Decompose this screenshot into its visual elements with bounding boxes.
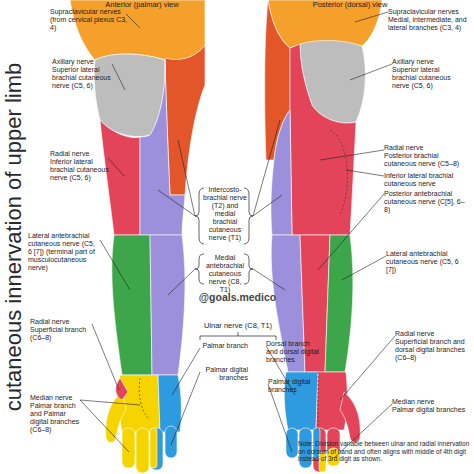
nerve-label: Radial nerve xyxy=(384,144,469,152)
leader-line xyxy=(80,400,140,405)
middle-finger xyxy=(136,428,149,473)
nerve-label: Supraclavicular nerves (from cervical pl… xyxy=(50,8,134,32)
nerve-detail: Medial, intermediate, and lateral branch… xyxy=(388,16,468,32)
nerve-label: Lateral antebrachial cutaneous nerve (C5… xyxy=(386,250,466,274)
dorsal-boundary xyxy=(330,130,347,215)
leader-line xyxy=(320,150,384,160)
view-heading: Posterior (dorsal) view xyxy=(300,1,400,10)
leader-line xyxy=(168,269,195,295)
leader-line xyxy=(253,195,282,216)
nerve-detail: Palmar branch and Palmar digital branche… xyxy=(30,402,86,434)
nerve-label: Palmar digital branches xyxy=(196,366,248,382)
nerve-label: Radial nerve xyxy=(395,330,465,338)
nerve-detail: Superior lateral brachial cutaneous nerv… xyxy=(52,66,118,90)
leader-line xyxy=(100,240,130,290)
note: Note: Division variable between ulnar an… xyxy=(298,440,470,463)
nerve-detail: Superficial branch (C6–8) xyxy=(30,326,100,342)
bracket xyxy=(244,254,253,284)
leader-line xyxy=(178,140,195,216)
bracket xyxy=(200,332,276,340)
nerve-label: Axillary nerve xyxy=(392,58,462,66)
leader-line xyxy=(112,64,125,90)
nerve-label: Axillary nerve xyxy=(52,58,118,66)
brackets xyxy=(195,188,276,340)
title: cutaneous innervation of upper limb xyxy=(2,17,26,457)
nerve-label: Radial nerve xyxy=(30,318,100,326)
leader-line xyxy=(171,372,200,445)
leader-line xyxy=(340,336,395,400)
nerve-label: Supraclavicular nerves xyxy=(388,8,474,16)
radial-patch xyxy=(116,378,128,400)
leader-line xyxy=(346,170,384,176)
thumb xyxy=(340,392,360,443)
leader-line xyxy=(80,400,129,452)
lateral-antebrachial-region xyxy=(325,235,353,372)
leader-line xyxy=(355,12,388,22)
ring-finger-ulnar xyxy=(150,428,163,470)
nerve-label: Palmar branch xyxy=(196,342,248,350)
nerve-detail: Inferior lateral brachial cutaneous nerv… xyxy=(384,172,469,188)
leader-line xyxy=(126,14,140,28)
hand-boundary xyxy=(318,372,319,430)
leader-line xyxy=(92,324,119,390)
nerve-detail: Superficial branch and dorsal digital br… xyxy=(395,338,470,362)
nerve-label: Palmar digital branches xyxy=(268,378,322,394)
nerve-label: Medial antebrachial cutaneous nerve (C8,… xyxy=(203,254,247,294)
leader-line xyxy=(158,190,195,216)
nerve-detail: Palmar digital branches xyxy=(392,406,467,414)
nerve-label: Intercosto-brachial nerve (T2) and media… xyxy=(203,186,247,242)
leader-line xyxy=(350,64,392,80)
radial-region xyxy=(290,44,356,235)
watermark: @goals.medico xyxy=(185,292,290,304)
leader-line xyxy=(172,348,200,395)
nerve-label: Radial nerve xyxy=(50,150,116,158)
bracket xyxy=(195,254,204,284)
nerve-detail: Superior lateral brachial cutaneous nerv… xyxy=(392,66,462,90)
nerve-label: Dorsal branch and dorsal digital branche… xyxy=(266,340,322,364)
leader-line xyxy=(108,158,124,176)
leader-line xyxy=(342,256,386,280)
leader-line xyxy=(253,120,280,216)
bracket xyxy=(195,188,204,244)
radial-region xyxy=(100,120,140,235)
palmar-boundary xyxy=(139,378,150,420)
posterior-arm xyxy=(265,0,382,472)
leader-line xyxy=(253,269,285,290)
leader-line xyxy=(318,194,384,270)
little-finger xyxy=(165,426,177,458)
nerve-detail: Posterior brachial cutaneous nerve (C5–8… xyxy=(384,152,469,168)
nerve-detail: Inferior lateral brachial cutaneous nerv… xyxy=(50,158,116,182)
leader-lines xyxy=(80,12,395,458)
medial-antebrachial-region xyxy=(150,235,185,375)
axillary-region xyxy=(94,54,165,137)
nerve-label: Lateral antebrachial cutaneous nerve (C5… xyxy=(28,232,100,272)
ulnar-palm xyxy=(158,375,181,432)
nerve-detail: Posterior antebrachial cutaneous nerve (… xyxy=(384,190,469,214)
ring-finger-median xyxy=(150,428,157,468)
leader-line xyxy=(268,384,292,452)
index-finger xyxy=(122,428,135,468)
lateral-antebrachial-region xyxy=(112,235,152,375)
medial-brachial-region xyxy=(140,60,185,235)
medial-brachial-region xyxy=(271,110,292,235)
nerve-label: Median nerve xyxy=(30,394,90,402)
nerve-label: Ulnar nerve (C8, T1) xyxy=(190,322,286,331)
nerve-label: Median nerve xyxy=(392,398,467,406)
little-finger xyxy=(286,428,298,458)
